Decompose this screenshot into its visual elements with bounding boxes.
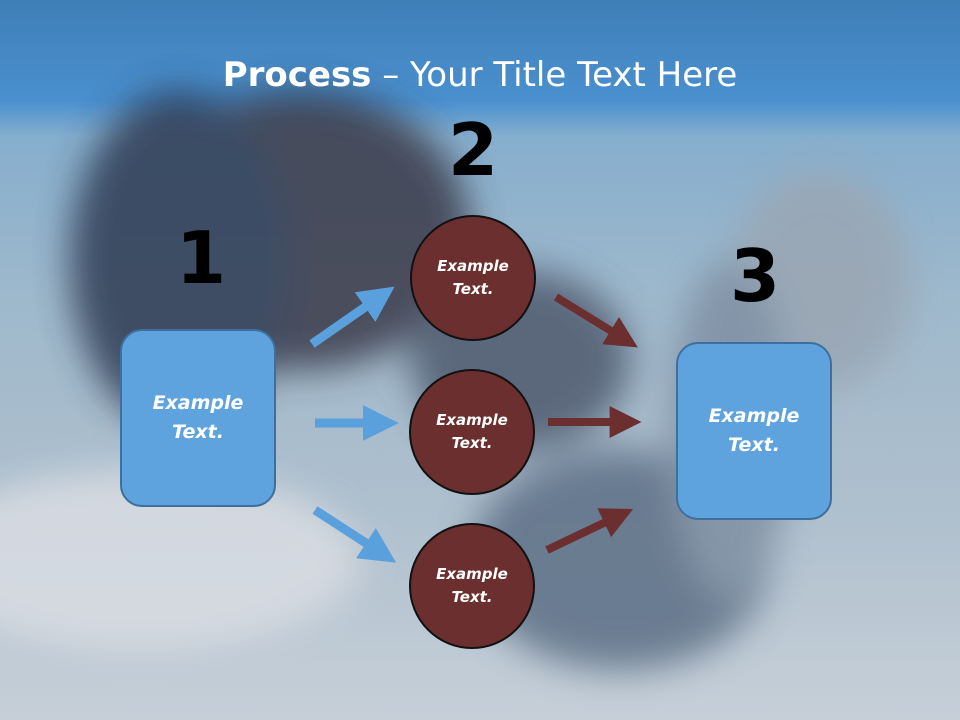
circle-middle-line1: Example xyxy=(436,411,508,429)
step-number-3: 3 xyxy=(730,234,781,318)
step-number-1: 1 xyxy=(176,216,227,300)
step-1-box[interactable]: Example Text. xyxy=(120,329,276,507)
arrow-1-to-bottom xyxy=(312,506,397,563)
arrow-top-to-3 xyxy=(553,293,638,348)
arrow-bottom-to-3 xyxy=(545,508,634,554)
step-1-text-line1: Example xyxy=(152,392,244,414)
step-1-text-line2: Text. xyxy=(172,421,224,443)
step-2-circle-top[interactable]: Example Text. xyxy=(410,215,536,341)
step-3-box[interactable]: Example Text. xyxy=(676,342,832,520)
title-bold: Process xyxy=(222,55,372,95)
step-2-circle-bottom[interactable]: Example Text. xyxy=(409,523,535,649)
circle-bottom-line2: Text. xyxy=(451,588,493,606)
circle-top-line1: Example xyxy=(437,257,509,275)
circle-bottom-line1: Example xyxy=(436,565,508,583)
slide-title: Process – Your Title Text Here xyxy=(0,52,960,98)
title-rest: – Your Title Text Here xyxy=(371,55,738,95)
arrow-1-to-top xyxy=(309,286,395,348)
step-number-2: 2 xyxy=(448,108,499,192)
step-3-text-line1: Example xyxy=(708,405,800,427)
step-3-text-line2: Text. xyxy=(728,434,780,456)
circle-top-line2: Text. xyxy=(452,280,494,298)
step-2-circle-middle[interactable]: Example Text. xyxy=(409,369,535,495)
circle-middle-line2: Text. xyxy=(451,434,493,452)
